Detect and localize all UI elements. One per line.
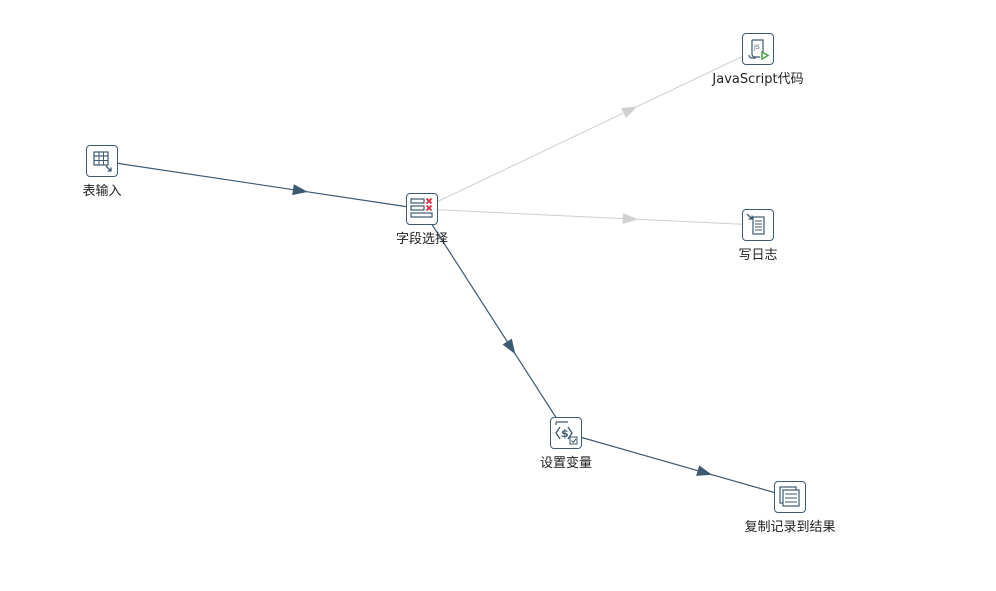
hop-arrow-icon	[621, 106, 638, 118]
copy-rows-icon[interactable]	[774, 481, 806, 513]
set-variables-icon[interactable]: $	[550, 417, 582, 449]
hop-line[interactable]	[101, 160, 423, 210]
step-label-copy-rows: 复制记录到结果	[744, 520, 836, 535]
select-values-icon[interactable]	[406, 193, 438, 225]
step-label-table-input: 表输入	[82, 184, 122, 199]
step-label-write-log: 写日志	[738, 248, 778, 263]
hop-select-values-to-write-log[interactable]	[421, 208, 759, 226]
hop-select-values-to-set-variables[interactable]	[421, 208, 567, 434]
table-input-icon[interactable]	[86, 145, 118, 177]
step-select-values[interactable]: 字段选择	[342, 193, 502, 248]
hop-set-variables-to-copy-rows[interactable]	[565, 432, 791, 498]
hop-arrow-icon	[502, 338, 516, 355]
javascript-icon[interactable]: JS	[742, 33, 774, 65]
svg-text:JS: JS	[753, 44, 760, 51]
step-set-variables[interactable]: $ 设置变量	[486, 417, 646, 472]
svg-text:$: $	[561, 427, 569, 440]
hop-line[interactable]	[565, 432, 791, 498]
step-label-select-values: 字段选择	[395, 232, 448, 247]
step-label-javascript: JavaScript代码	[712, 72, 804, 87]
hop-arrow-icon	[622, 213, 638, 225]
hop-arrow-icon	[292, 184, 308, 196]
hop-arrow-icon	[696, 465, 713, 476]
step-write-log[interactable]: 写日志	[678, 209, 838, 264]
step-copy-rows[interactable]: 复制记录到结果	[710, 481, 870, 536]
hop-select-values-to-javascript[interactable]	[421, 48, 759, 210]
step-table-input[interactable]: 表输入	[22, 145, 182, 200]
step-javascript[interactable]: JS JavaScript代码	[678, 33, 838, 88]
hop-table-input-to-select-values[interactable]	[101, 160, 423, 210]
write-log-icon[interactable]	[742, 209, 774, 241]
hop-line[interactable]	[421, 208, 759, 226]
hop-line[interactable]	[421, 48, 759, 210]
step-label-set-variables: 设置变量	[539, 456, 592, 471]
hop-line[interactable]	[421, 208, 567, 434]
